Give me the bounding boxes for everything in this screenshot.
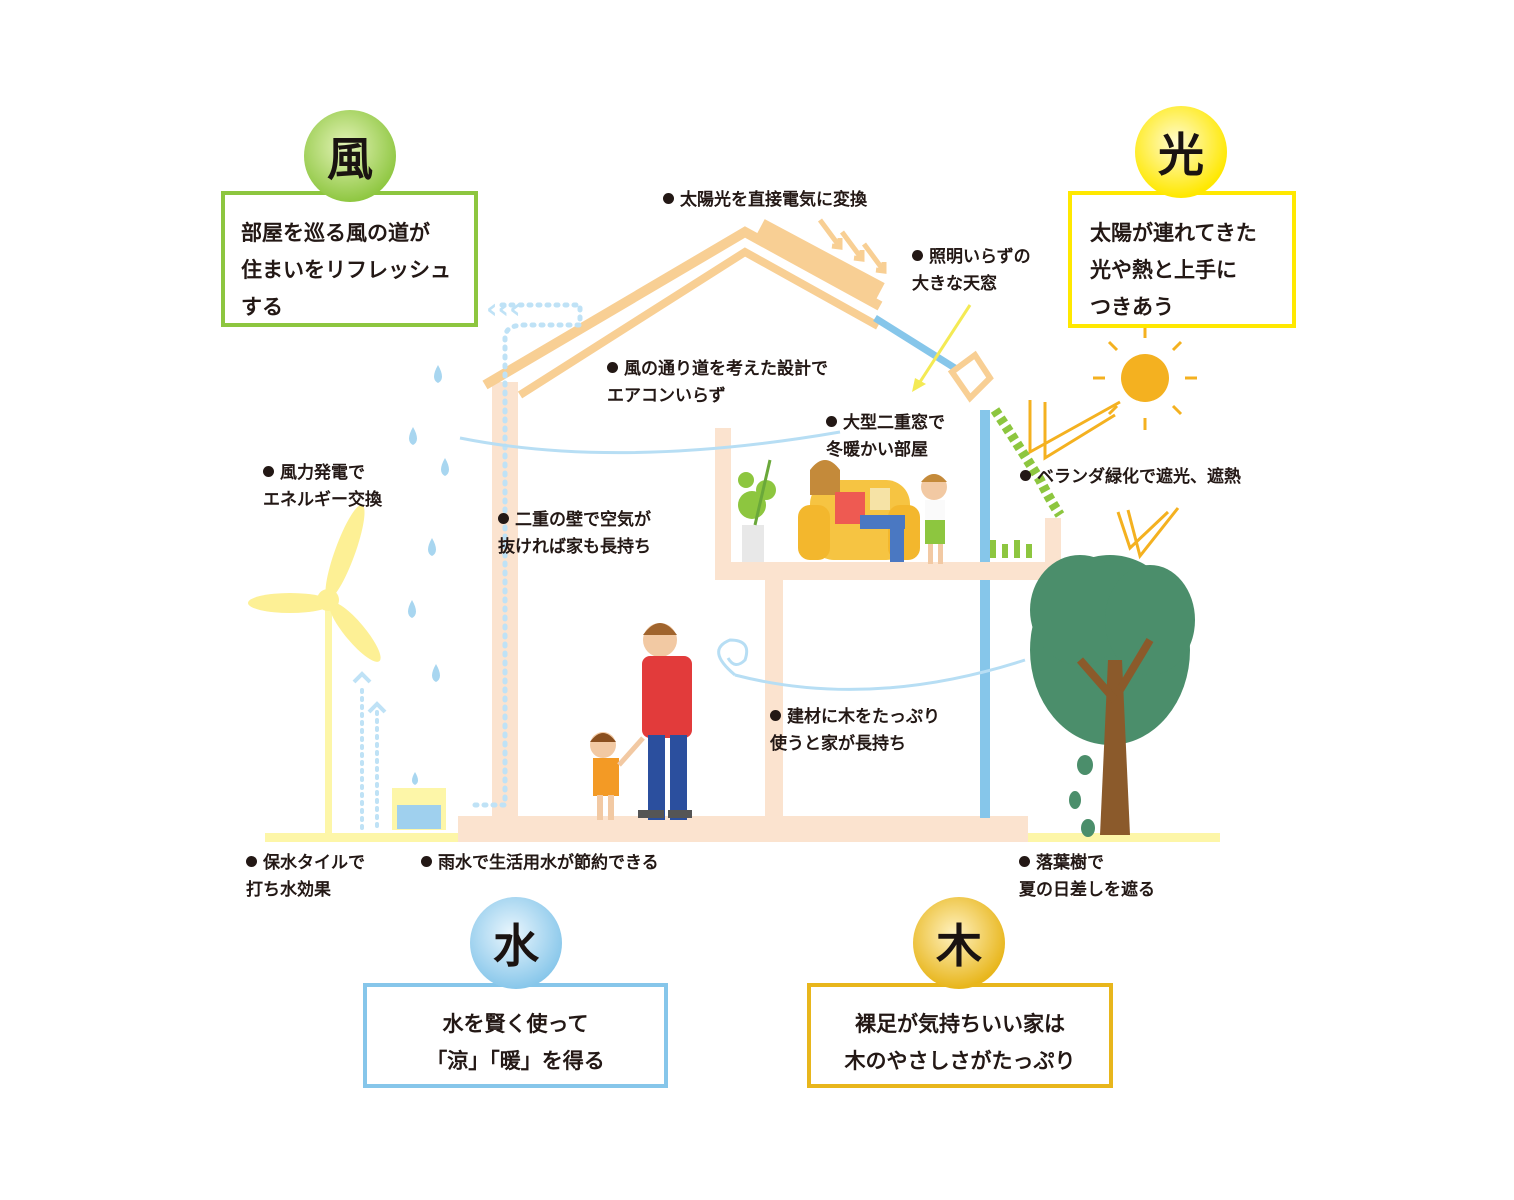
water-badge: 水	[470, 897, 562, 989]
note-double-wall-text: 二重の壁で空気が 抜ければ家も長持ち	[498, 510, 651, 557]
house-right-window-wall	[980, 410, 990, 818]
note-rainwater: 雨水で生活用水が節約できる	[421, 850, 659, 877]
veranda-vine	[990, 407, 1065, 518]
bullet-icon	[246, 856, 257, 867]
breeze-upper	[459, 430, 841, 455]
tree-icon	[1030, 555, 1195, 837]
note-skylight-text: 照明いらずの 大きな天窓	[912, 247, 1031, 294]
skylight-glass	[873, 315, 960, 373]
light-badge: 光	[1135, 106, 1227, 198]
wood-badge: 木	[913, 897, 1005, 989]
evaporation-arrowheads	[352, 671, 387, 714]
note-airflow-text: 風の通り道を考えた設計で エアコンいらず	[607, 359, 828, 406]
center-column	[765, 578, 783, 818]
water-description-box: 水を賢く使って 「涼」「暖」を得る	[363, 983, 668, 1088]
ground-right	[1028, 833, 1220, 842]
note-tile: 保水タイルで 打ち水効果	[246, 850, 365, 904]
ground-left	[265, 833, 465, 842]
potted-plant	[738, 459, 776, 562]
air-path-dotted	[472, 302, 583, 808]
note-rainwater-text: 雨水で生活用水が節約できる	[438, 853, 659, 873]
house-roof-outer	[482, 226, 883, 390]
note-double-window: 大型二重窓で 冬暖かい部屋	[826, 410, 945, 464]
veranda-planters	[990, 540, 1032, 558]
bullet-icon	[663, 193, 674, 204]
wood-description-box: 裸足が気持ちいい家は 木のやさしさがたっぷり	[807, 983, 1113, 1088]
air-arrow-icon: ‹‹‹	[486, 292, 521, 325]
sunlight-arrows	[817, 218, 887, 274]
note-wind-power: 風力発電で エネルギー交換	[263, 460, 382, 514]
note-double-window-text: 大型二重窓で 冬暖かい部屋	[826, 413, 945, 460]
bullet-icon	[421, 856, 432, 867]
note-veranda: ベランダ緑化で遮光、遮熱	[1020, 464, 1241, 491]
armchair-with-woman	[798, 460, 920, 562]
sun-icon	[1028, 326, 1197, 560]
evaporation-arrows	[360, 688, 379, 832]
bullet-icon	[263, 466, 274, 477]
note-double-wall: 二重の壁で空気が 抜ければ家も長持ち	[498, 507, 651, 561]
bullet-icon	[826, 416, 837, 427]
second-floor-left-post	[715, 428, 731, 568]
note-skylight: 照明いらずの 大きな天窓	[912, 244, 1031, 298]
wind-turbine-icon	[248, 504, 381, 837]
light-description-box: 太陽が連れてきた 光や熱と上手に つきあう	[1068, 191, 1296, 328]
note-wood-material: 建材に木をたっぷり 使うと家が長持ち	[770, 704, 940, 758]
note-wood-material-text: 建材に木をたっぷり 使うと家が長持ち	[770, 707, 940, 754]
note-veranda-text: ベランダ緑化で遮光、遮熱	[1037, 467, 1241, 487]
raindrop-icon	[408, 365, 449, 682]
boy-figure	[921, 474, 947, 564]
note-deciduous-text: 落葉樹で 夏の日差しを遮る	[1019, 853, 1155, 900]
bullet-icon	[770, 710, 781, 721]
rain-tank-icon	[392, 772, 446, 830]
bullet-icon	[1020, 470, 1031, 481]
bullet-icon	[912, 250, 923, 261]
second-floor-right-post	[1045, 518, 1061, 568]
wind-description-box: 部屋を巡る風の道が 住まいをリフレッシュ する	[221, 191, 478, 327]
house-floor	[458, 816, 1028, 842]
note-solar: 太陽光を直接電気に変換	[663, 187, 867, 214]
skylight-pointer-head	[912, 378, 926, 392]
bullet-icon	[498, 513, 509, 524]
breeze-swirl	[717, 638, 749, 677]
note-deciduous: 落葉樹で 夏の日差しを遮る	[1019, 850, 1155, 904]
breeze-lower	[734, 658, 1026, 691]
roof-vent	[947, 350, 994, 403]
family-illustration	[590, 623, 692, 820]
note-solar-text: 太陽光を直接電気に変換	[680, 190, 867, 210]
bullet-icon	[1019, 856, 1030, 867]
skylight-pointer	[916, 304, 972, 386]
second-floor-slab	[715, 562, 1060, 580]
wind-badge: 風	[304, 110, 396, 202]
house-roof-inner	[517, 247, 880, 399]
solar-panel	[755, 219, 885, 301]
bullet-icon	[607, 362, 618, 373]
note-airflow: 風の通り道を考えた設計で エアコンいらず	[607, 356, 828, 410]
note-tile-text: 保水タイルで 打ち水効果	[246, 853, 365, 900]
note-wind-power-text: 風力発電で エネルギー交換	[263, 463, 382, 510]
